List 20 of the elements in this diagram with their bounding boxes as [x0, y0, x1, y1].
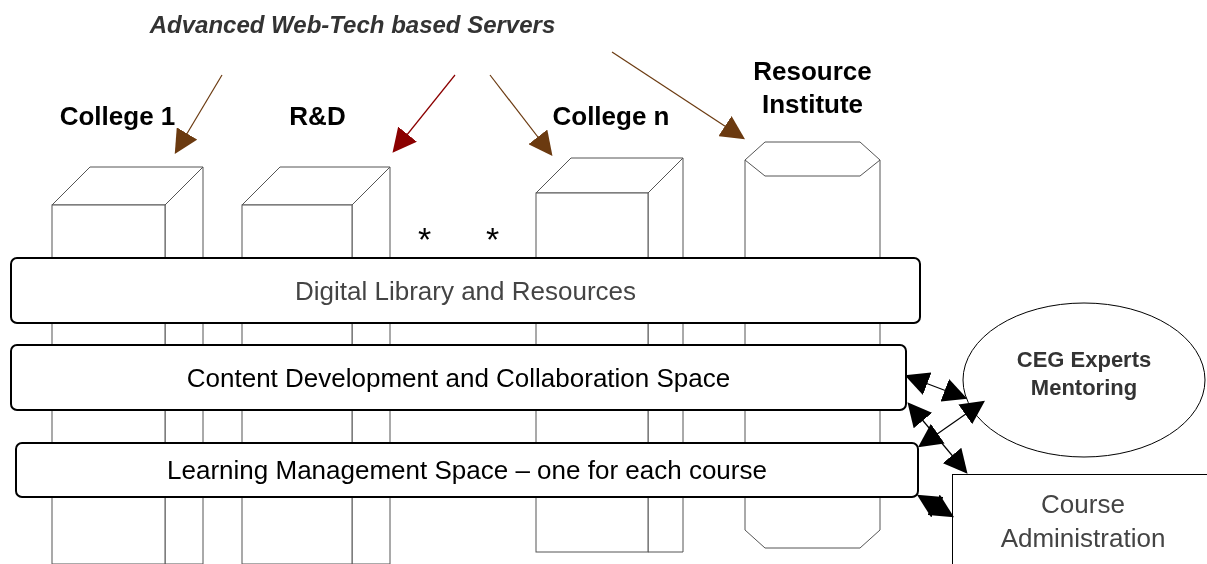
arrow [907, 402, 968, 474]
arrow [489, 74, 553, 156]
arrow [918, 400, 985, 448]
arrow [174, 74, 223, 155]
arrow [916, 494, 955, 518]
arrow [392, 74, 456, 153]
title-text: Advanced Web-Tech based Servers [100, 6, 605, 44]
layer-band: Learning Management Space – one for each course [15, 442, 919, 498]
server-label: Resource Institute [752, 55, 873, 121]
server-label: College n [551, 100, 671, 133]
layer-band: Content Development and Collaboration Space [10, 344, 907, 411]
server-label: R&D [288, 100, 347, 133]
open-box: Course Administration [952, 474, 1207, 564]
asterisk-label: * [418, 222, 432, 256]
asterisk-label: * [486, 222, 500, 256]
arrow [904, 372, 968, 402]
arrow [611, 51, 745, 140]
ellipse-label: CEG Experts Mentoring [1015, 346, 1153, 402]
server-label: College 1 [58, 100, 177, 133]
layer-band: Digital Library and Resources [10, 257, 921, 324]
